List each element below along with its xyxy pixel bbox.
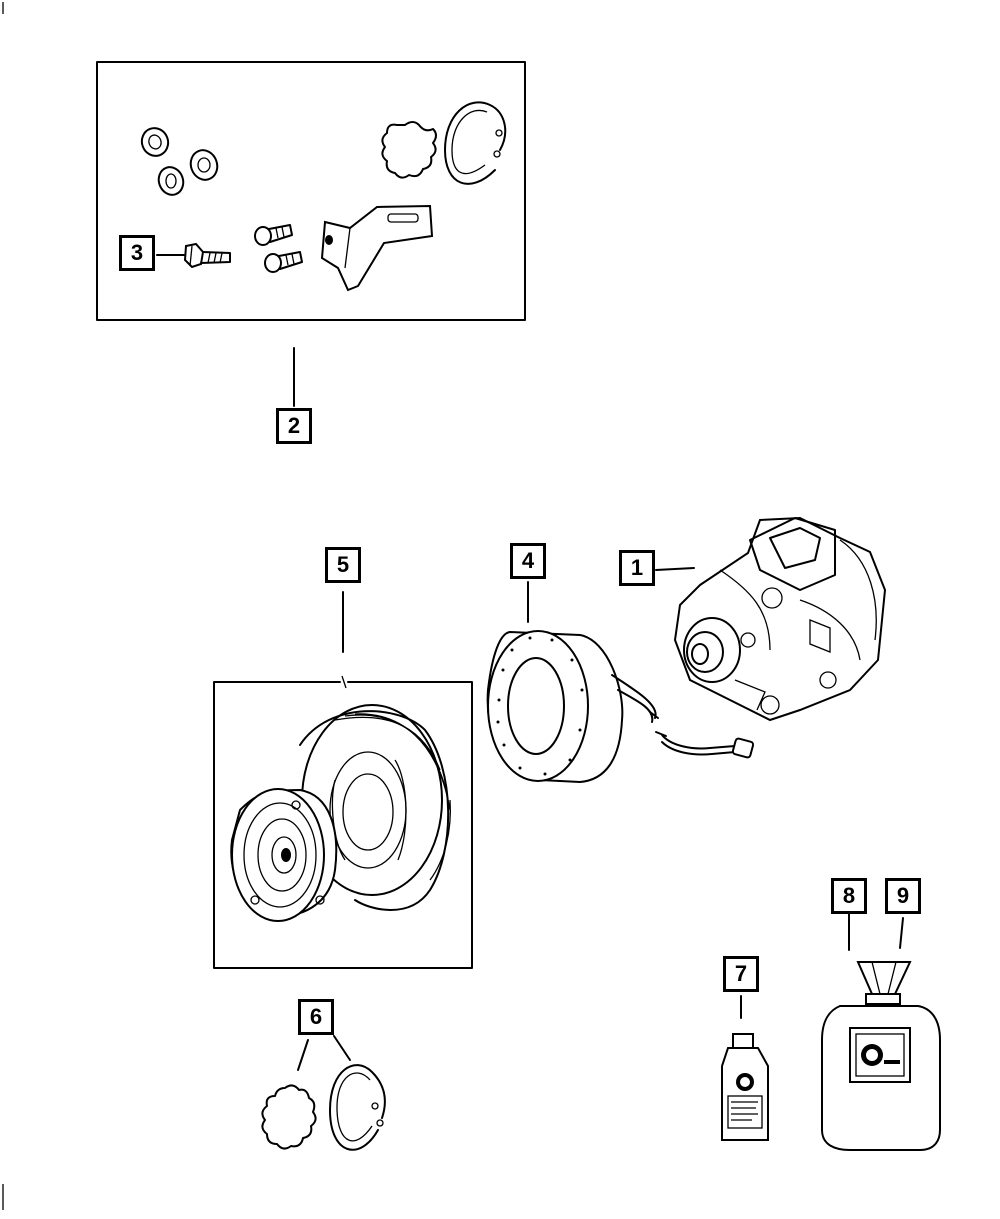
screws <box>254 224 303 273</box>
callout-oil-bottle: 7 <box>723 956 759 992</box>
coil-dots <box>496 636 584 776</box>
snap-ring-kit <box>444 101 507 185</box>
washer-2 <box>189 149 219 181</box>
refrigerant-tank-part <box>821 913 941 1151</box>
callout-refrigerant-tank-b: 9 <box>885 878 921 914</box>
kit-rings <box>381 101 507 185</box>
bolt-part <box>156 242 231 269</box>
washer-1 <box>140 127 170 157</box>
wavy-ring <box>381 121 437 179</box>
washers-group <box>140 127 219 196</box>
service-kit-box <box>96 61 526 407</box>
callout-service-kit: 2 <box>276 408 312 444</box>
callout-snap-rings: 6 <box>298 999 334 1035</box>
callout-clutch-assembly: 5 <box>325 547 361 583</box>
callout-clutch-coil: 4 <box>510 543 546 579</box>
callout-refrigerant-tank-a: 8 <box>831 878 867 914</box>
compressor-part <box>655 516 887 722</box>
snap-rings-part <box>261 1035 386 1151</box>
clutch-assembly-part <box>213 591 473 969</box>
clutch-coil-part <box>486 581 755 784</box>
washer-3 <box>157 166 185 196</box>
wavy-ring-6 <box>261 1084 317 1150</box>
oil-bottle-part <box>721 995 769 1141</box>
callout-compressor: 1 <box>619 550 655 586</box>
snap-ring-6 <box>329 1064 386 1151</box>
bracket-part <box>320 204 434 292</box>
callout-bolt: 3 <box>119 235 155 271</box>
